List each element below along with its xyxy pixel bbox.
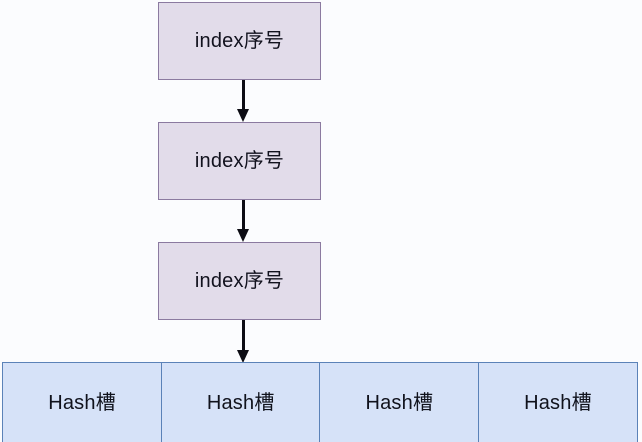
arrow-shaft xyxy=(241,80,245,110)
arrow-down-2 xyxy=(237,200,249,242)
hash-slot-row: Hash槽 Hash槽 Hash槽 Hash槽 xyxy=(2,362,638,442)
hash-cell-1-label: Hash槽 xyxy=(48,392,116,414)
hash-cell-2[interactable]: Hash槽 xyxy=(160,362,321,442)
index-box-1[interactable]: index序号 xyxy=(158,2,321,80)
index-box-2-label: index序号 xyxy=(194,150,285,172)
arrow-down-1 xyxy=(237,80,249,122)
arrow-head-icon xyxy=(237,350,249,363)
arrow-shaft xyxy=(241,320,245,351)
hash-cell-3-label: Hash槽 xyxy=(365,392,434,414)
index-box-2[interactable]: index序号 xyxy=(158,122,321,200)
hash-cell-4[interactable]: Hash槽 xyxy=(477,362,638,442)
arrow-down-3 xyxy=(237,320,249,363)
arrow-head-icon xyxy=(237,229,249,242)
hash-cell-3[interactable]: Hash槽 xyxy=(319,362,480,442)
hash-cell-1[interactable]: Hash槽 xyxy=(2,362,163,442)
index-box-3-label: index序号 xyxy=(194,270,285,292)
hash-cell-2-label: Hash槽 xyxy=(206,392,275,414)
index-box-3[interactable]: index序号 xyxy=(158,242,321,320)
arrow-shaft xyxy=(241,200,245,230)
hash-cell-4-label: Hash槽 xyxy=(524,392,592,414)
index-box-1-label: index序号 xyxy=(194,30,285,52)
arrow-head-icon xyxy=(237,109,249,122)
